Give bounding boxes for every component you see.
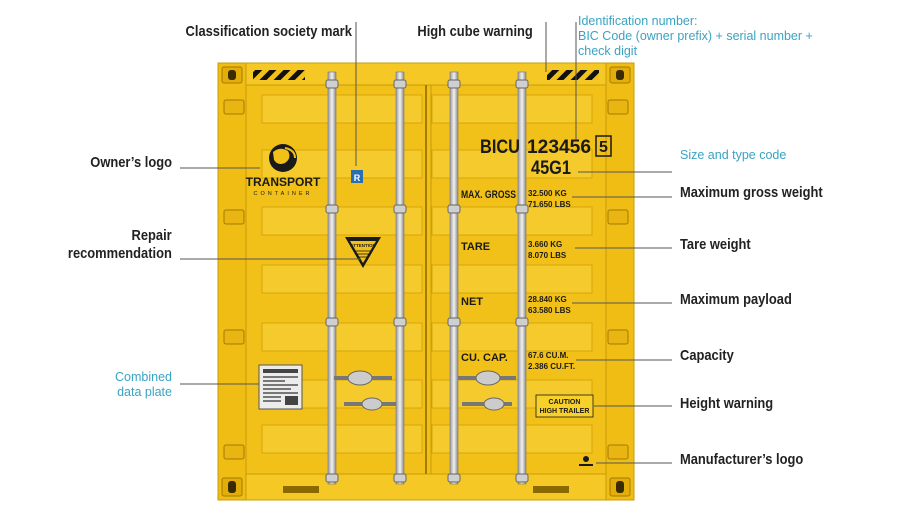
max-gross-kg: 32.500 KG: [528, 189, 567, 198]
svg-text:R: R: [354, 173, 361, 183]
label-manufacturers-logo: Manufacturer’s logo: [680, 451, 804, 468]
door-panel: [431, 149, 593, 179]
door-panel: [261, 264, 423, 294]
capacity-label: CU. CAP.: [461, 352, 508, 364]
bar-bracket: [515, 79, 529, 89]
label-combined-line2: data plate: [117, 385, 172, 399]
bar-bracket: [515, 473, 529, 483]
check-digit: 5: [599, 139, 608, 156]
manufacturer-logo: [579, 456, 593, 466]
tare-label: TARE: [461, 241, 490, 253]
door-panel: [261, 322, 423, 352]
classification-society-mark: R: [351, 170, 363, 183]
owner-logo-text: TRANSPORT: [246, 175, 321, 189]
hinge-left: [223, 99, 245, 115]
hazard-stripe-left: [253, 70, 305, 80]
label-id-line2: BIC Code (owner prefix) + serial number …: [578, 29, 813, 43]
max-gross-label: MAX. GROSS: [461, 189, 516, 201]
bar-bracket: [393, 473, 407, 483]
svg-text:CAUTION: CAUTION: [549, 399, 581, 406]
door-panel: [431, 424, 593, 454]
bar-bracket: [447, 317, 461, 327]
locking-bar: [449, 71, 459, 485]
label-high-cube-warning: High cube warning: [417, 23, 533, 40]
door-hinges: [223, 99, 629, 460]
bar-bracket: [325, 79, 339, 89]
bar-bracket: [393, 204, 407, 214]
repair-recommendation-sign: ATTENTION: [345, 237, 381, 268]
door-panel: [431, 322, 593, 352]
label-height-warning: Height warning: [680, 395, 774, 412]
svg-text:HIGH TRAILER: HIGH TRAILER: [540, 408, 590, 415]
height-warning-plate: CAUTION HIGH TRAILER: [535, 394, 594, 418]
svg-text:ATTENTION: ATTENTION: [350, 243, 375, 248]
bar-bracket: [515, 204, 529, 214]
capacity-ft3: 2.386 CU.FT.: [528, 362, 575, 371]
bar-bracket: [325, 317, 339, 327]
weight-markings: MAX. GROSS 32.500 KG 71.650 LBS TARE 3.6…: [461, 189, 575, 371]
locking-bar: [327, 71, 337, 485]
locking-bar: [517, 71, 527, 485]
label-combined-line1: Combined: [115, 370, 172, 384]
bar-bracket: [515, 317, 529, 327]
label-max-gross-weight: Maximum gross weight: [680, 184, 823, 201]
net-lbs: 63.580 LBS: [528, 306, 571, 315]
hinge-right: [607, 444, 629, 460]
bar-bracket: [393, 317, 407, 327]
owner-prefix: BICU: [480, 137, 520, 158]
door-handles: [334, 370, 516, 411]
door-panel: [431, 264, 593, 294]
label-max-payload: Maximum payload: [680, 291, 792, 308]
net-kg: 28.840 KG: [528, 295, 567, 304]
locking-bars: [325, 71, 529, 485]
hinge-left: [223, 209, 245, 225]
label-repair-line1: Repair: [131, 227, 172, 244]
combined-data-plate: [258, 364, 303, 410]
bar-bracket: [447, 204, 461, 214]
owner-logo: TRANSPORT CONTAINER: [246, 144, 321, 197]
hinge-right: [607, 209, 629, 225]
locking-bar: [395, 71, 405, 485]
label-tare-weight: Tare weight: [680, 236, 751, 253]
hinge-left: [223, 329, 245, 345]
bar-bracket: [447, 79, 461, 89]
label-classification-society-mark: Classification society mark: [185, 23, 352, 40]
label-repair-line2: recommendation: [68, 245, 172, 262]
label-capacity: Capacity: [680, 347, 734, 364]
bar-bracket: [447, 473, 461, 483]
tare-kg: 3.660 KG: [528, 240, 562, 249]
hinge-right: [607, 99, 629, 115]
hinge-left: [223, 444, 245, 460]
max-gross-lbs: 71.650 LBS: [528, 200, 571, 209]
door-panel: [261, 424, 423, 454]
bar-bracket: [325, 473, 339, 483]
bar-bracket: [325, 204, 339, 214]
hinge-right: [607, 329, 629, 345]
door-panel: [261, 94, 423, 124]
owner-logo-subtext: CONTAINER: [254, 191, 313, 197]
door-panel: [431, 94, 593, 124]
high-cube-warning-stripe: [547, 70, 599, 80]
tare-lbs: 8.070 LBS: [528, 251, 567, 260]
label-id-line3: check digit: [578, 44, 638, 58]
serial-number: 123456: [527, 137, 591, 158]
capacity-m3: 67.6 CU.M.: [528, 351, 568, 360]
net-label: NET: [461, 296, 483, 308]
label-size-type-code: Size and type code: [680, 148, 787, 162]
label-owners-logo: Owner’s logo: [90, 154, 172, 171]
label-id-line1: Identification number:: [578, 14, 698, 28]
leader-lines: [180, 22, 672, 464]
size-type-code: 45G1: [531, 158, 571, 179]
bar-bracket: [393, 79, 407, 89]
identification-number: BICU 123456 5 45G1: [480, 135, 612, 179]
